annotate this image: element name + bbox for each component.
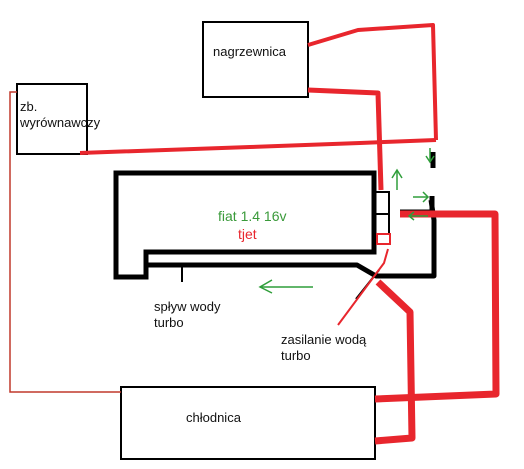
thermostat-housing xyxy=(374,191,390,215)
right-black-line xyxy=(400,152,436,215)
turbo-supply-pointer xyxy=(337,248,389,326)
turbo-supply-label-line2: turbo xyxy=(281,348,311,363)
flow-arrow-right xyxy=(413,191,430,203)
radiator-upper-hose xyxy=(374,210,500,403)
expansion-tank-box xyxy=(16,83,88,155)
radiator-label: chłodnica xyxy=(186,410,241,425)
flow-arrow-up xyxy=(391,168,403,190)
heater-box xyxy=(202,21,309,98)
flow-arrow-down xyxy=(425,148,435,164)
heater-bottom-hose xyxy=(307,87,384,191)
heater-label: nagrzewnica xyxy=(213,44,286,59)
engine-variant-label: tjet xyxy=(238,226,257,242)
turbo-port xyxy=(376,233,391,245)
flow-arrow-left-small xyxy=(407,211,428,221)
heater-top-hose xyxy=(307,23,438,141)
radiator-lower-hose xyxy=(374,279,416,445)
turbo-supply-label-line1: zasilanie wodą xyxy=(281,332,367,347)
expansion-to-radiator-hose xyxy=(9,91,121,393)
engine-model-label: fiat 1.4 16v xyxy=(218,208,287,224)
turbo-drain-label-line2: turbo xyxy=(154,315,184,330)
expansion-tank-label-line1: zb. xyxy=(20,99,38,114)
expansion-tank-hose xyxy=(79,138,437,155)
flow-arrow-left xyxy=(258,279,313,294)
engine-outlet xyxy=(374,213,390,235)
expansion-tank-label-line2: wyrównawczy xyxy=(20,115,101,130)
turbo-drain-label-line1: spływ wody xyxy=(154,299,221,314)
radiator-box xyxy=(120,386,376,460)
engine-block xyxy=(113,170,377,280)
